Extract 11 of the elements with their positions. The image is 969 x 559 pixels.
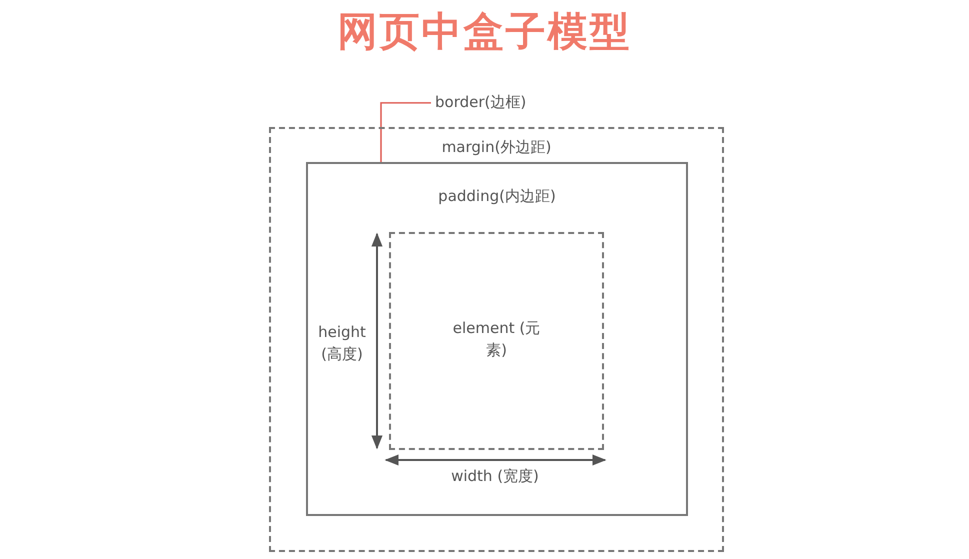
node-text: border(边框) [435,92,526,113]
leader-line [380,102,431,162]
border-box [306,162,688,516]
content-box [389,232,604,450]
dimension-label: height (高度) [317,322,367,365]
dimension-label: width (宽度) [450,466,540,487]
node-text: margin(外边距) [440,137,552,158]
margin-box [269,127,724,552]
node-text: padding(内边距) [437,186,557,207]
title: 网页中盒子模型 [336,8,632,57]
node-text: element (元素) [452,318,542,361]
